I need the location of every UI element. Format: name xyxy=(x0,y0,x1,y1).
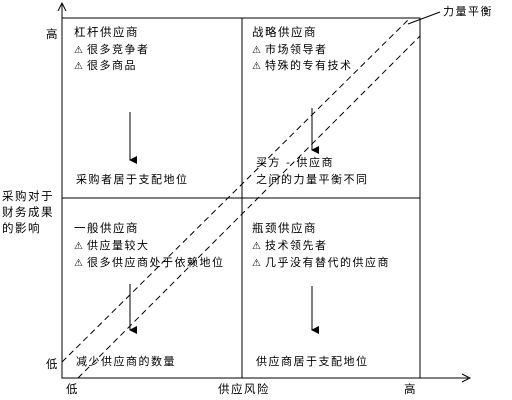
y-axis-low-label: 低 xyxy=(46,357,59,371)
bottom-left-bullet-2: 很多供应商处于依赖地位 xyxy=(74,256,224,270)
top-right-conclusion-line-2: 之间的力量平衡不同 xyxy=(256,173,369,186)
bottom-right-bullet-2: 几乎没有替代的供应商 xyxy=(252,256,390,270)
y-axis-high-label: 高 xyxy=(46,27,59,41)
top-right-bullet-2: 特殊的专有技术 xyxy=(252,59,352,73)
bottom-right-title: 瓶颈供应商 xyxy=(252,221,317,235)
bottom-left-conclusion: 减少供应商的数量 xyxy=(76,355,176,368)
balance-band-upper xyxy=(61,17,411,363)
y-axis-arrowhead xyxy=(57,1,67,12)
bottom-right-conclusion: 供应商居于支配地位 xyxy=(256,355,369,368)
top-right-title: 战略供应商 xyxy=(252,25,317,39)
balance-label: 力量平衡 xyxy=(443,5,493,18)
top-left-conclusion: 采购者居于支配地位 xyxy=(76,173,189,186)
x-axis-high-label: 高 xyxy=(404,382,417,396)
top-right-conclusion-line-1: 买方 - 供应商 xyxy=(256,156,334,169)
x-axis-arrowhead xyxy=(461,373,472,383)
top-left-bullet-2: 很多商品 xyxy=(74,59,137,73)
x-axis-label: 供应风险 xyxy=(218,382,270,396)
bottom-left-title: 一般供应商 xyxy=(74,221,139,235)
top-left-bullet-1: 很多竞争者 xyxy=(74,43,149,57)
x-axis-low-label: 低 xyxy=(66,382,79,396)
balance-label-pointer xyxy=(407,11,441,25)
y-axis-label-line-1: 采购对于 xyxy=(2,189,54,203)
y-axis-label-line-2: 财务成果 xyxy=(2,205,54,219)
top-left-title: 杠杆供应商 xyxy=(74,25,139,39)
top-right-bullet-1: 市场领导者 xyxy=(252,43,327,57)
y-axis-label-line-3: 的影响 xyxy=(2,221,41,235)
balance-band-lower xyxy=(77,35,421,379)
bottom-right-bullet-1: 技术领先者 xyxy=(252,239,327,253)
bottom-left-bullet-1: 供应量较大 xyxy=(74,239,149,253)
